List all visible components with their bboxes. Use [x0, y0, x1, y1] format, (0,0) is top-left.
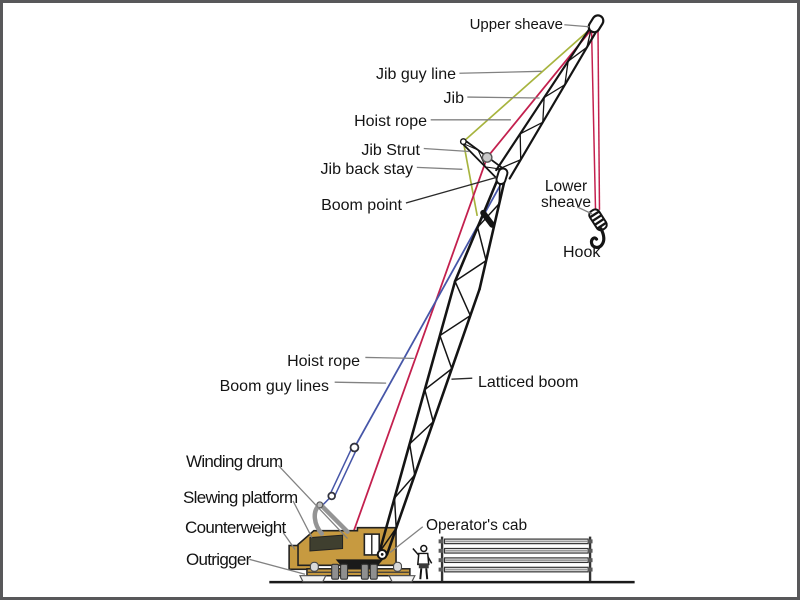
label-counterweight: Counterweight — [185, 518, 286, 537]
label-boom-point: Boom point — [321, 197, 402, 214]
jib-lattice — [495, 23, 600, 180]
machinery-window — [309, 534, 344, 552]
gantry-sheave — [316, 501, 324, 509]
jib-strut-tip-pin — [459, 138, 467, 146]
label-jib: Jib — [443, 90, 464, 107]
jib-strut-sheave — [481, 151, 493, 163]
outrigger-pads — [331, 563, 378, 580]
label-upper-sheave: Upper sheave — [469, 16, 563, 33]
label-slewing-platform: Slewing platform — [183, 488, 298, 507]
label-boom-guy-lines: Boom guy lines — [219, 378, 329, 395]
outrigger-floats — [299, 575, 416, 583]
beam-stack — [438, 536, 593, 582]
crane-drawing — [249, 14, 635, 584]
jib-guy-line-shape — [462, 25, 595, 217]
label-winding-drum: Winding drum — [186, 452, 283, 471]
label-jib-back-stay: Jib back stay — [320, 161, 413, 178]
label-lower-sheave: Lower sheave — [541, 178, 591, 211]
label-outrigger: Outrigger — [186, 550, 251, 569]
label-hoist-rope-lower: Hoist rope — [287, 353, 360, 370]
pendant-block-upper — [349, 442, 360, 453]
label-latticed-boom: Latticed boom — [478, 374, 579, 391]
boom-foot-pin-center — [380, 553, 384, 556]
hook-shape — [589, 227, 606, 249]
label-hook: Hook — [563, 244, 601, 261]
leader-lines-dark — [405, 176, 498, 380]
boom-lattice-lower — [378, 280, 481, 556]
label-operators-cab: Operator's cab — [426, 517, 528, 534]
jib-back-stay-shape — [462, 141, 479, 217]
hoist-rope-shape — [351, 28, 601, 535]
person-figure — [412, 544, 433, 580]
label-hoist-rope-upper: Hoist rope — [354, 113, 427, 130]
lower-sheave-shape — [588, 208, 608, 232]
upper-sheave-shape — [587, 14, 605, 34]
outrigger-posts — [309, 561, 403, 572]
backstay-fitting — [480, 209, 496, 228]
boom-point-shape — [495, 167, 509, 186]
boom-lattice-upper — [453, 172, 508, 291]
pendant-block-lower — [327, 491, 336, 501]
label-jib-strut: Jib Strut — [361, 142, 420, 159]
leader-lines — [249, 24, 593, 575]
label-jib-guy-line: Jib guy line — [375, 66, 456, 83]
